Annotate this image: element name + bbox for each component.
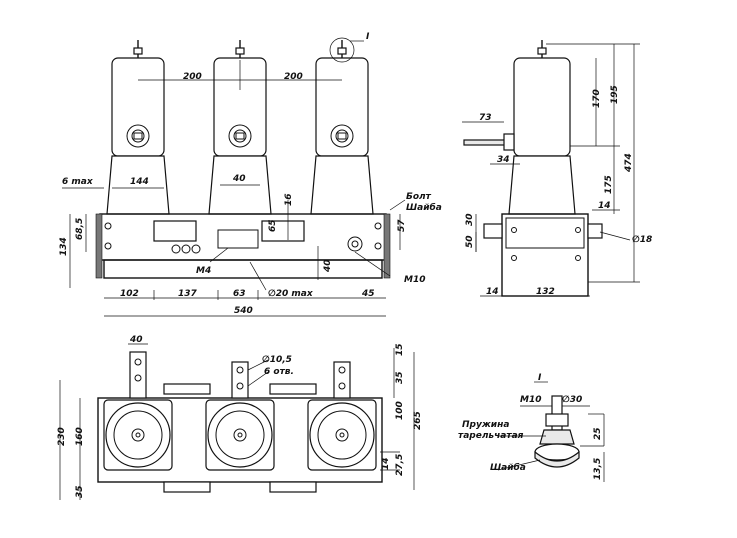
washer-label: Шайба [406,202,442,213]
detail-mark: I [538,373,542,383]
detail-dimensions [497,405,605,482]
detail-washer-label: Шайба [490,462,526,473]
dim-45: 45 [361,289,375,299]
bolt-label: Болт [406,192,432,202]
dim-14-top: 14 [598,201,611,211]
plan-dimensions [59,343,415,500]
spring-label-1: Пружина [462,420,509,430]
dim-40-plan: 40 [129,335,143,345]
detail-dim-25: 25 [593,427,603,440]
front-dimensions [62,60,406,317]
dim-68-5: 68,5 [75,218,85,240]
dim-195: 195 [610,85,620,104]
terminal-3 [333,361,351,399]
pole-left [106,40,170,215]
spring-label-2: тарельчатая [458,431,524,441]
dim-132: 132 [536,287,555,297]
dim-6max: 6 max [62,177,94,187]
detail-dim-30: ∅30 [562,395,582,405]
dim-137: 137 [178,289,198,299]
side-view: 73 34 170 195 474 175 14 30 50 ∅18 14 13… [462,40,652,297]
base-frame [95,213,391,279]
dim-14-bottom: 14 [486,287,499,297]
dim-160: 160 [75,427,85,446]
dim-16: 16 [284,193,294,206]
dim-134: 134 [59,237,69,256]
dim-40: 40 [232,174,246,184]
dim-170: 170 [592,89,602,108]
detail-m10: М10 [520,395,541,405]
dim-27-5: 27,5 [395,454,405,476]
dim-pole-spacing-left: 200 [183,72,202,82]
dim-50: 50 [465,235,475,248]
detail-circle [329,37,355,63]
dim-230: 230 [57,427,67,446]
dim-18: ∅18 [632,235,652,245]
dim-102: 102 [120,289,139,299]
dim-265: 265 [413,411,423,430]
dim-144: 144 [130,177,149,187]
plan-view: 40 ∅10,5 6 отв. 15 35 100 265 14 27,5 23… [57,335,423,500]
side-dimensions [462,43,640,297]
terminal-1 [129,351,147,399]
dim-14-plan: 14 [381,457,391,470]
dim-57: 57 [397,219,407,232]
pole-right [310,37,374,215]
dim-100: 100 [395,401,405,420]
dim-20max: ∅20 max [268,289,314,299]
pole-top-3 [307,399,377,471]
dim-pole-spacing-right: 200 [284,72,303,82]
dim-40-vertical: 40 [323,259,333,273]
terminal-2 [231,361,249,399]
dim-35-top: 35 [395,371,405,384]
dim-540: 540 [234,306,253,316]
dim-10-5: ∅10,5 [262,355,292,365]
dim-474: 474 [624,153,634,173]
m4-label: М4 [196,266,211,276]
dim-35-bottom: 35 [75,485,85,498]
dim-65: 65 [268,219,278,232]
dim-63: 63 [233,289,246,299]
m10-label: М10 [404,275,425,285]
detail-view: I М10 ∅30 Пружина тарельчатая Шайба 25 1… [458,373,605,482]
detail-ref-mark: I [366,32,370,42]
front-view: I [59,32,442,317]
detail-dim-13-5: 13,5 [593,458,603,480]
dim-73: 73 [479,113,492,123]
dim-30: 30 [465,213,475,226]
pole-top-2 [205,399,275,471]
dim-175: 175 [604,175,614,194]
pole-top-1 [103,399,173,471]
dim-15: 15 [395,343,405,356]
holes-label: 6 отв. [264,367,294,377]
dim-34: 34 [497,155,510,165]
